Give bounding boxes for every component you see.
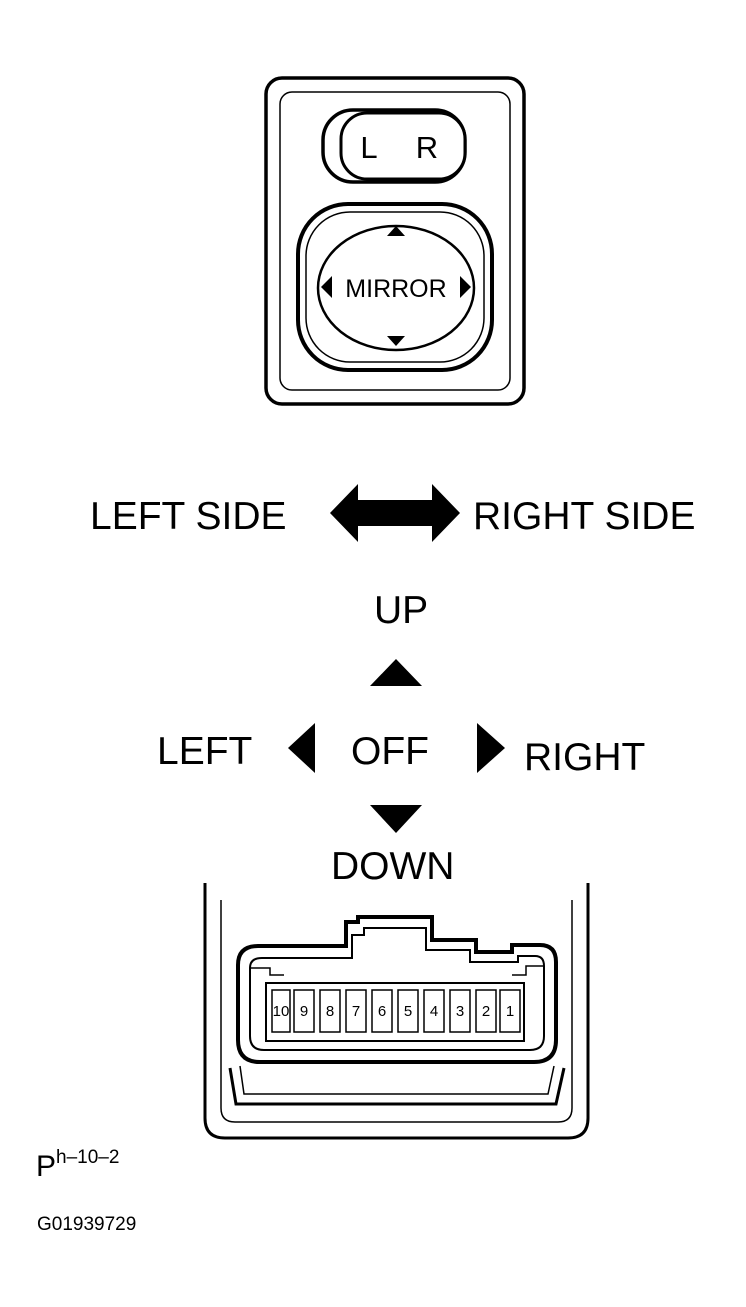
knob-up-arrow-icon: [387, 226, 405, 236]
knob-right-arrow-icon: [460, 276, 471, 298]
mirror-switch: L R MIRROR: [264, 76, 526, 406]
reference-code-sup: h–10–2: [56, 1147, 120, 1168]
pin-cell: 7: [345, 989, 367, 1033]
pin-cell: 6: [371, 989, 393, 1033]
selector-label-r: R: [416, 130, 438, 165]
knob-down-arrow-icon: [387, 336, 405, 346]
connector: [203, 883, 590, 1140]
pin-cell: 9: [293, 989, 315, 1033]
label-off: OFF: [351, 730, 429, 773]
up-arrow-icon: [370, 659, 422, 686]
connector-body-outline: [203, 883, 590, 1140]
pin-number: 6: [378, 1003, 386, 1020]
left-right-side-double-arrow-icon: [330, 484, 460, 542]
pin-cell: 1: [499, 989, 521, 1033]
knob-label: MIRROR: [345, 275, 446, 303]
selector-label-l: L: [360, 130, 377, 165]
connector-shell-inner: [249, 927, 545, 1051]
connector-pins: 10 9 8 7 6 5 4 3: [271, 989, 521, 1033]
pin-cell: 8: [319, 989, 341, 1033]
pin-cell: 3: [449, 989, 471, 1033]
connector-shell-outer: [236, 915, 558, 1064]
label-down: DOWN: [331, 845, 455, 888]
pin-number: 10: [273, 1003, 290, 1020]
label-up: UP: [374, 589, 429, 632]
connector-lower-ledge: [228, 1067, 566, 1106]
label-left: LEFT: [157, 730, 253, 773]
left-arrow-icon: [288, 723, 315, 773]
lr-selector-switch: L R: [321, 108, 467, 184]
mirror-adjust-knob: MIRROR: [296, 202, 494, 372]
knob-left-arrow-icon: [321, 276, 332, 298]
pin-number: 8: [326, 1003, 334, 1020]
label-left-side: LEFT SIDE: [90, 495, 287, 538]
pin-cell: 4: [423, 989, 445, 1033]
pin-number: 5: [404, 1003, 412, 1020]
pin-number: 7: [352, 1003, 360, 1020]
label-right: RIGHT: [524, 736, 646, 779]
pin-cell: 5: [397, 989, 419, 1033]
pin-number: 9: [300, 1003, 308, 1020]
pin-number: 4: [430, 1003, 438, 1020]
down-arrow-icon: [370, 805, 422, 833]
pin-cell: 10: [271, 989, 291, 1033]
reference-code: Ph–10–2: [36, 1148, 119, 1183]
pin-number: 1: [506, 1003, 514, 1020]
figure-id: G01939729: [37, 1214, 137, 1235]
pin-number: 3: [456, 1003, 464, 1020]
pin-number: 2: [482, 1003, 490, 1020]
switch-housing-inner: [279, 91, 511, 391]
reference-code-main: P: [36, 1150, 57, 1183]
label-right-side: RIGHT SIDE: [473, 495, 696, 538]
right-arrow-icon: [477, 723, 505, 773]
pin-cell: 2: [475, 989, 497, 1033]
